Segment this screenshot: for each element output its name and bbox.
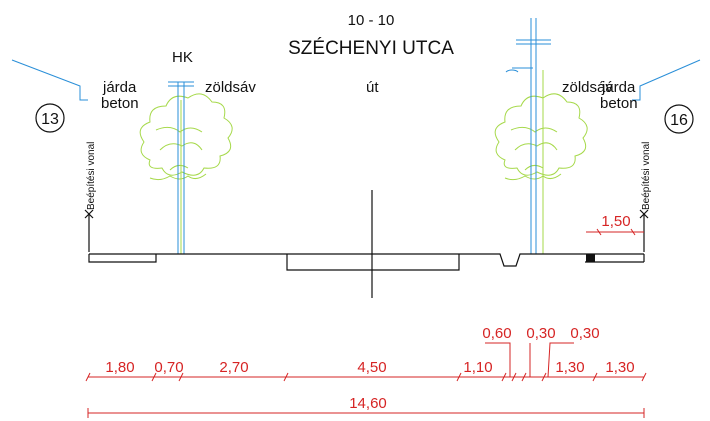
dimension-segment-label: 0,30: [570, 325, 599, 342]
drain-symbol: [586, 254, 595, 262]
dimension-segment-label: 1,10: [463, 359, 492, 376]
dimension-segment-label: 2,70: [219, 359, 248, 376]
dimension-segment-label: 0,30: [526, 325, 555, 342]
plot-circle-right: [664, 104, 694, 134]
left-building-line-mark: [84, 209, 94, 252]
left-building-line-label: Beépítési vonal: [86, 142, 97, 210]
dimension-tick: [151, 372, 157, 382]
plot-number-left: 13: [41, 111, 59, 128]
dimension-tick: [541, 372, 547, 382]
dimension-tick: [641, 372, 647, 382]
left-green-strip-label: zöldsáv: [205, 79, 256, 96]
right-sidewalk-label: járda: [601, 79, 636, 96]
dimension-segment-label: 1,80: [105, 359, 134, 376]
right-utility-pole: [505, 18, 551, 254]
offset-dimension-value: 1,50: [601, 213, 630, 230]
dimension-tick: [592, 372, 598, 382]
plot-marker-right: 16: [664, 104, 694, 134]
left-utility-pole: [168, 81, 194, 254]
dimension-tick: [511, 372, 517, 382]
left-building-outline: [11, 59, 88, 101]
plot-number-right: 16: [670, 112, 688, 129]
dimension-tick: [85, 372, 91, 382]
dimension-segment-label: 1,30: [555, 359, 584, 376]
total-dimension-value: 14,60: [349, 395, 387, 412]
left-tree: [139, 93, 233, 181]
left-sidewalk-label: járda: [102, 79, 137, 96]
right-sidewalk-material: beton: [600, 95, 638, 112]
right-building-outline: [632, 59, 701, 101]
dimension-tick: [521, 372, 527, 382]
right-building-line-label: Beépítési vonal: [641, 142, 652, 210]
dimension-segment-label: 4,50: [357, 359, 386, 376]
right-building-line-mark: [639, 209, 649, 252]
plot-circle-left: [35, 103, 65, 133]
dimension-tick: [283, 372, 289, 382]
road-cross-section: [88, 190, 645, 298]
total-dimension: 14,60: [87, 395, 645, 418]
section-number: 10 - 10: [348, 12, 395, 29]
offset-dimension: 1,50: [586, 213, 644, 236]
road-label: út: [366, 79, 379, 96]
dimension-leader-line: [547, 342, 574, 378]
dimension-tick: [456, 372, 462, 382]
dimension-segment-label: 0,70: [154, 359, 183, 376]
plot-marker-left: 13: [35, 103, 65, 133]
right-tree: [494, 93, 588, 181]
dimension-tick: [501, 372, 507, 382]
right-green-strip-label: zöldsáv: [562, 79, 613, 96]
dimension-segment-label: 1,30: [605, 359, 634, 376]
utility-label: HK: [172, 49, 193, 66]
dimension-tick: [178, 372, 184, 382]
dimension-leader-line: [485, 342, 511, 377]
dimension-segment-label: 0,60: [482, 325, 511, 342]
street-name-title: SZÉCHENYI UTCA: [288, 38, 454, 59]
left-sidewalk-material: beton: [101, 95, 139, 112]
